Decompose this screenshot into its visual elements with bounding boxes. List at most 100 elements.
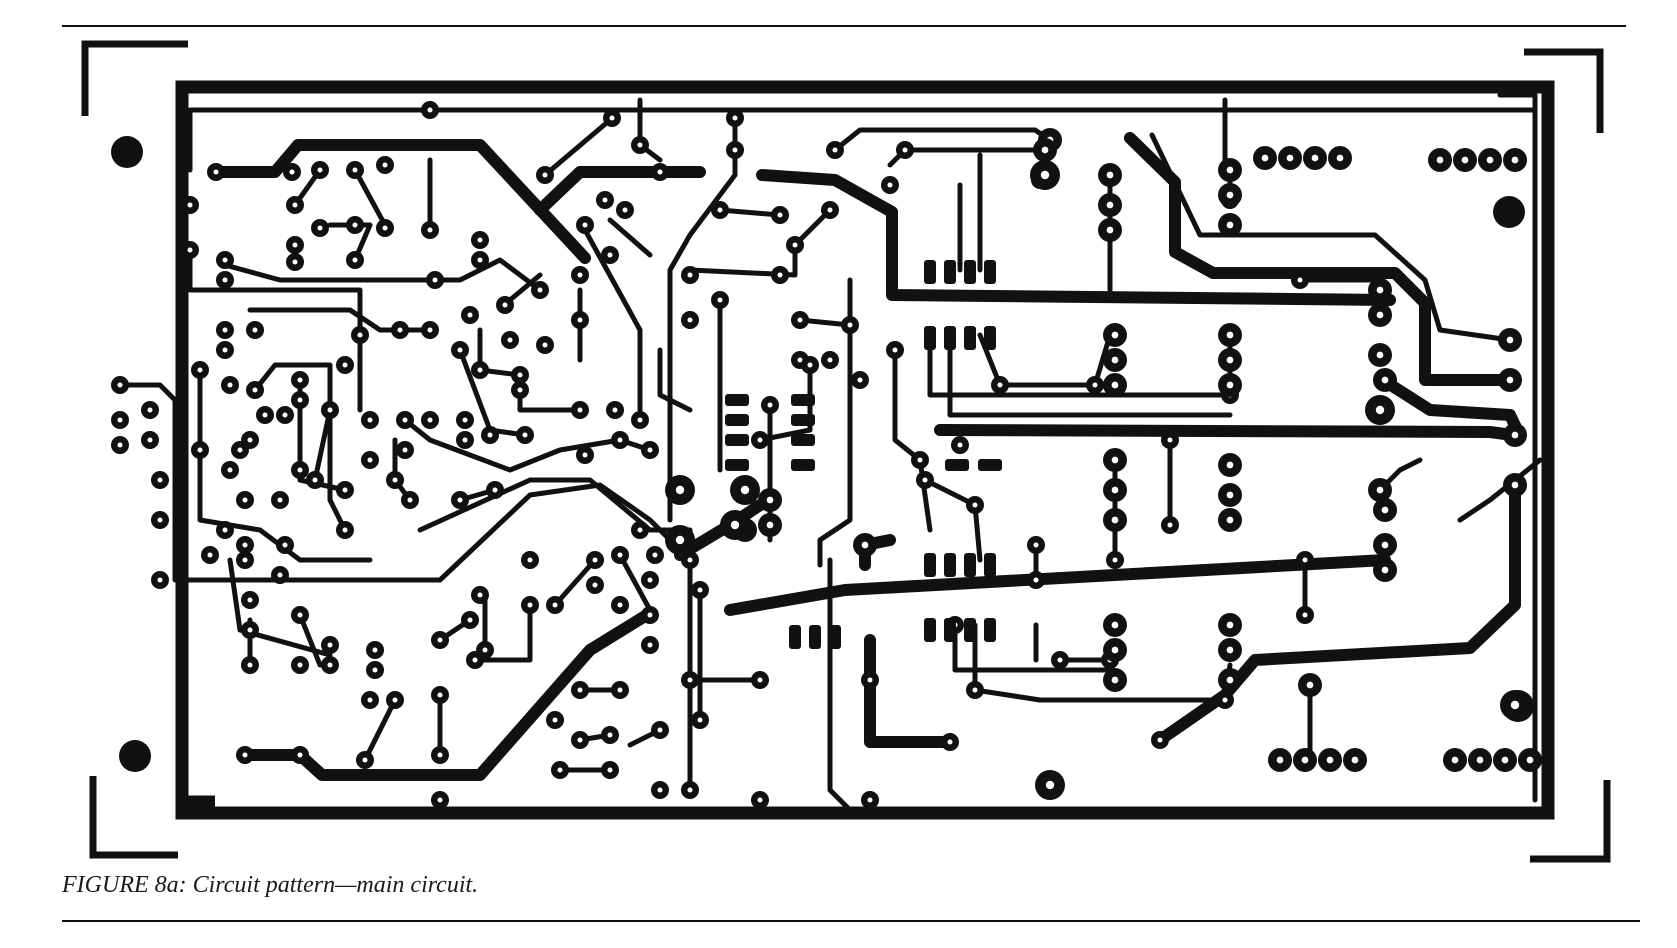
ic-pad [789, 625, 801, 649]
drill-hole [242, 557, 248, 563]
drill-hole [262, 412, 268, 418]
drill-hole [1506, 336, 1514, 344]
drill-hole [492, 487, 498, 493]
drill-hole [1111, 331, 1119, 339]
drill-hole [612, 407, 618, 413]
ic-pad [944, 553, 956, 577]
drill-hole [637, 527, 643, 533]
drill-hole [462, 437, 468, 443]
drill-hole [277, 572, 283, 578]
drill-hole [617, 687, 623, 693]
trace [717, 207, 783, 218]
drill-hole [247, 627, 253, 633]
drill-hole [607, 252, 613, 258]
drill-hole [607, 767, 613, 773]
trace [892, 347, 933, 533]
ic-pad [964, 326, 976, 350]
drill-hole [1045, 780, 1055, 790]
drill-hole [997, 382, 1003, 388]
drill-hole [687, 787, 693, 793]
drill-hole [1222, 697, 1228, 703]
drill-hole [577, 737, 583, 743]
drill-hole [697, 587, 703, 593]
drill-hole [297, 467, 303, 473]
drill-hole [207, 552, 213, 558]
drill-hole [892, 347, 898, 353]
drill-hole [222, 277, 228, 283]
drill-hole [1226, 646, 1234, 654]
drill-hole [647, 612, 653, 618]
drill-hole [157, 477, 163, 483]
drill-hole [117, 417, 123, 423]
drill-hole [427, 107, 433, 113]
drill-hole [1381, 506, 1389, 514]
drill-hole [577, 687, 583, 693]
mounting-hole [111, 136, 143, 168]
drill-hole [1226, 676, 1234, 684]
drill-hole [1057, 657, 1063, 663]
trace [117, 382, 693, 583]
trace [617, 552, 653, 613]
drill-hole [477, 367, 483, 373]
drill-hole [777, 272, 783, 278]
drill-hole [437, 752, 443, 758]
trace [239, 607, 656, 781]
drill-hole [687, 272, 693, 278]
drill-hole [767, 402, 773, 408]
drill-hole [957, 442, 963, 448]
drill-hole [867, 797, 873, 803]
drill-hole [457, 347, 463, 353]
drill-hole [592, 557, 598, 563]
drill-hole [427, 417, 433, 423]
ic-footprints [725, 260, 1002, 649]
drill-hole [222, 527, 228, 533]
drill-hole [382, 162, 388, 168]
drill-hole [352, 257, 358, 263]
drill-hole [1486, 156, 1494, 164]
drill-hole [552, 717, 558, 723]
drill-hole [807, 362, 813, 368]
drill-hole [1106, 226, 1114, 234]
ic-pad [978, 459, 1002, 471]
drill-hole [1111, 456, 1119, 464]
drill-hole [437, 637, 443, 643]
drill-hole [237, 447, 243, 453]
drill-hole [472, 657, 478, 663]
drill-hole [637, 417, 643, 423]
drill-hole [157, 577, 163, 583]
drill-hole [482, 647, 488, 653]
drill-hole [757, 437, 763, 443]
drill-hole [607, 732, 613, 738]
drill-hole [592, 582, 598, 588]
trace [187, 107, 1538, 173]
drill-hole [687, 677, 693, 683]
drill-hole [797, 357, 803, 363]
drill-hole [1381, 541, 1389, 549]
drill-hole [247, 662, 253, 668]
drill-hole [1111, 516, 1119, 524]
drill-hole [652, 552, 658, 558]
drill-hole [427, 227, 433, 233]
drill-hole [647, 447, 653, 453]
ic-pad [964, 260, 976, 284]
drill-hole [766, 496, 774, 504]
ic-pad [945, 459, 969, 471]
drill-hole [1276, 756, 1284, 764]
drill-hole [1106, 171, 1114, 179]
drill-hole [732, 115, 738, 121]
drill-hole [197, 447, 203, 453]
drill-hole [617, 552, 623, 558]
drill-hole [517, 387, 523, 393]
drill-hole [327, 642, 333, 648]
drill-hole [675, 485, 685, 495]
drill-hole [792, 242, 798, 248]
drill-hole [832, 147, 838, 153]
drill-hole [327, 662, 333, 668]
drill-hole [552, 602, 558, 608]
trace [952, 622, 1113, 673]
drill-hole [1351, 756, 1359, 764]
trace [657, 347, 693, 413]
corner-mark-top-right [1524, 48, 1604, 133]
drill-hole [637, 142, 643, 148]
drill-hole [342, 362, 348, 368]
